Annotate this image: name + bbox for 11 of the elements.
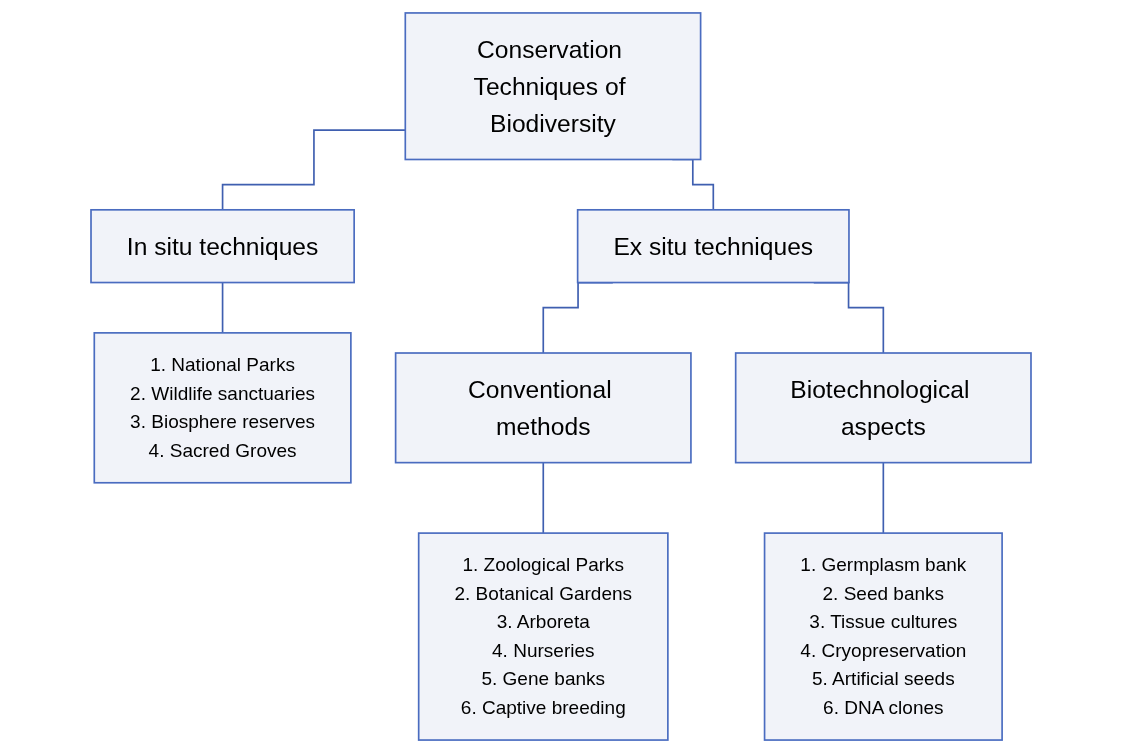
connector bbox=[542, 461, 545, 534]
node-box: Conventional methods bbox=[394, 352, 692, 464]
connector bbox=[221, 281, 224, 334]
node-box: Conservation Techniques of Biodiversity bbox=[404, 12, 702, 161]
node-box: Ex situ techniques bbox=[576, 209, 850, 284]
node-box: 1. Zoological Parks 2. Botanical Gardens 3. Arboreta 4. Nurseries 5. Gene banks 6. Captive breeding bbox=[417, 532, 669, 741]
node-box: 1. Germplasm bank 2. Seed banks 3. Tissue cultures 4. Cryopreservation 5. Artificial seeds 6. DNA clones bbox=[763, 532, 1003, 741]
node-box: Biotechnological aspects bbox=[734, 352, 1032, 464]
connector bbox=[882, 461, 885, 534]
node-box: 1. National Parks 2. Wildlife sanctuaries 3. Biosphere reserves 4. Sacred Groves bbox=[93, 332, 352, 484]
node-box: In situ techniques bbox=[90, 209, 355, 284]
